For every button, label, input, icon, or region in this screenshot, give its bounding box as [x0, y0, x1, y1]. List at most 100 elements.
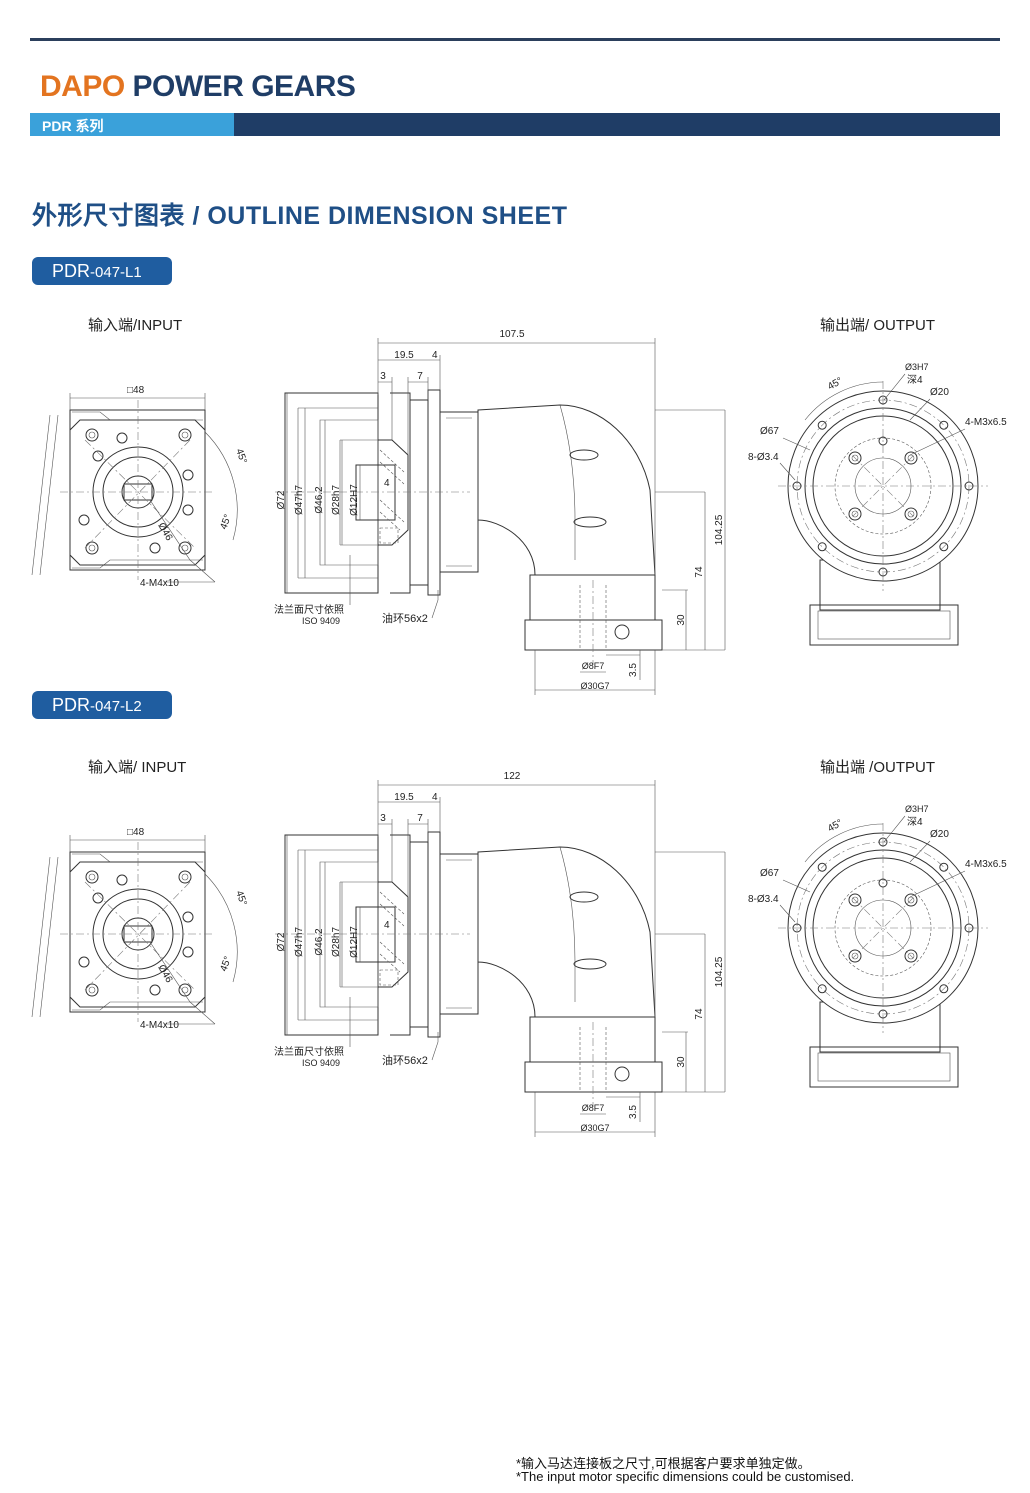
dimension-label: 4-M4x10: [140, 1020, 179, 1031]
input-label: 输入端/INPUT: [88, 317, 182, 334]
top-rule: [30, 38, 1000, 41]
dimension-label: Ø72: [276, 490, 287, 509]
thread-hole: [904, 507, 918, 521]
dim-square: [69, 835, 206, 852]
bolt-hole: [85, 541, 99, 555]
output-key-hole: [614, 1066, 630, 1082]
dimension-label: 4: [384, 478, 390, 489]
dimension-label: Ø12H7: [349, 926, 360, 958]
mount-hole: [964, 923, 974, 933]
dimension-label: 107.5: [499, 329, 524, 340]
dimension-label: 74: [694, 1008, 705, 1020]
mount-hole: [817, 984, 827, 994]
dimension-label: Ø8F7: [582, 1103, 605, 1113]
dimension-label: 深4: [907, 374, 923, 386]
series-bar: PDR 系列: [30, 113, 1000, 136]
bolt-hole: [178, 870, 192, 884]
dim-height: [655, 851, 726, 1093]
dimension-label: Ø20: [930, 829, 949, 840]
dimension-label: 104.25: [714, 956, 725, 987]
set-screw: [379, 527, 399, 544]
dimension-label: Ø47h7: [294, 927, 305, 957]
mount-hole: [939, 542, 949, 552]
dim-45-arc: [204, 873, 238, 983]
dim-height: [655, 409, 726, 651]
motor-flange: [284, 834, 379, 1036]
dimension-label: Ø67: [760, 426, 779, 437]
thread-hole: [848, 949, 862, 963]
output-leaders: [779, 373, 966, 481]
screw-hole: [182, 911, 194, 923]
model-pill-l2: PDR-047-L2: [32, 691, 172, 719]
bolt-circle: [834, 437, 932, 535]
dimension-label: Ø20: [930, 387, 949, 398]
footnote-en: *The input motor specific dimensions cou…: [516, 1469, 855, 1484]
set-screw: [379, 969, 399, 986]
input-bore-section: [355, 464, 396, 521]
oil-ring-flange: [427, 389, 441, 596]
thread-hole: [848, 893, 862, 907]
dimension-label: Ø12H7: [349, 484, 360, 516]
dimension-label: 3.5: [628, 1105, 639, 1119]
input-bore-section: [355, 906, 396, 963]
dimension-label: ISO 9409: [302, 616, 340, 626]
motor-flange: [284, 392, 379, 594]
dim-length: [377, 338, 656, 575]
output-view: [778, 815, 988, 1088]
side-view: [275, 780, 726, 1137]
dimension-label: 30: [676, 1056, 687, 1068]
mount-hole: [878, 395, 888, 405]
dimension-label: 4-M3x6.5: [965, 859, 1007, 870]
bolt-hole: [178, 983, 192, 997]
dimension-label: □48: [127, 827, 145, 838]
dimension-label: 油环56x2: [382, 611, 428, 625]
thread-hole: [848, 451, 862, 465]
dimension-label: 3: [380, 371, 386, 382]
input-centerline: [60, 842, 215, 1022]
output-leaders: [779, 815, 966, 923]
screw-hole: [92, 892, 104, 904]
series-bar-accent: [30, 113, 234, 136]
dimension-label: 45°: [826, 818, 845, 835]
dim-length: [377, 780, 656, 1017]
dimension-label: 法兰面尺寸依照: [274, 1045, 344, 1058]
mount-hole: [964, 481, 974, 491]
dimension-label: Ø3H7: [905, 804, 929, 814]
mount-hole: [939, 984, 949, 994]
dimension-label: Ø67: [760, 868, 779, 879]
output-housing: [529, 1016, 656, 1063]
dimension-label: 3.5: [628, 663, 639, 677]
gear-housing: [477, 846, 656, 1018]
adapter: [378, 881, 409, 988]
dimension-label: Ø47h7: [294, 485, 305, 515]
output-flange: [524, 1061, 663, 1093]
dimension-label: 122: [504, 771, 521, 782]
mount-hole: [878, 567, 888, 577]
footnote-cn: *输入马达连接板之尺寸,可根据客户要求单独定做。: [516, 1456, 811, 1471]
dimension-label: 4-M3x6.5: [965, 417, 1007, 428]
oil-ring-flange: [427, 831, 441, 1038]
screw-hole: [182, 504, 194, 516]
break-lines: [31, 856, 59, 1018]
dimension-label: 45°: [826, 376, 845, 393]
output-view: [778, 373, 988, 646]
dimension-label: 7: [417, 813, 423, 824]
brand-logo: DAPO POWER GEARS: [40, 70, 356, 103]
bolt-hole: [85, 428, 99, 442]
series-label: PDR 系列: [42, 118, 104, 134]
mount-hole: [878, 837, 888, 847]
dim-45-output: [804, 823, 884, 863]
dimension-label: 8-Ø3.4: [748, 894, 779, 905]
thread-hole: [904, 893, 918, 907]
screw-hole: [78, 514, 90, 526]
mount-hole: [817, 542, 827, 552]
dimension-label: 4: [384, 920, 390, 931]
dimension-label: 19.5: [394, 350, 414, 361]
dim-45-output: [804, 381, 884, 421]
output-base-flange: [809, 604, 959, 646]
side-view: [275, 338, 726, 695]
bolt-hole: [178, 428, 192, 442]
